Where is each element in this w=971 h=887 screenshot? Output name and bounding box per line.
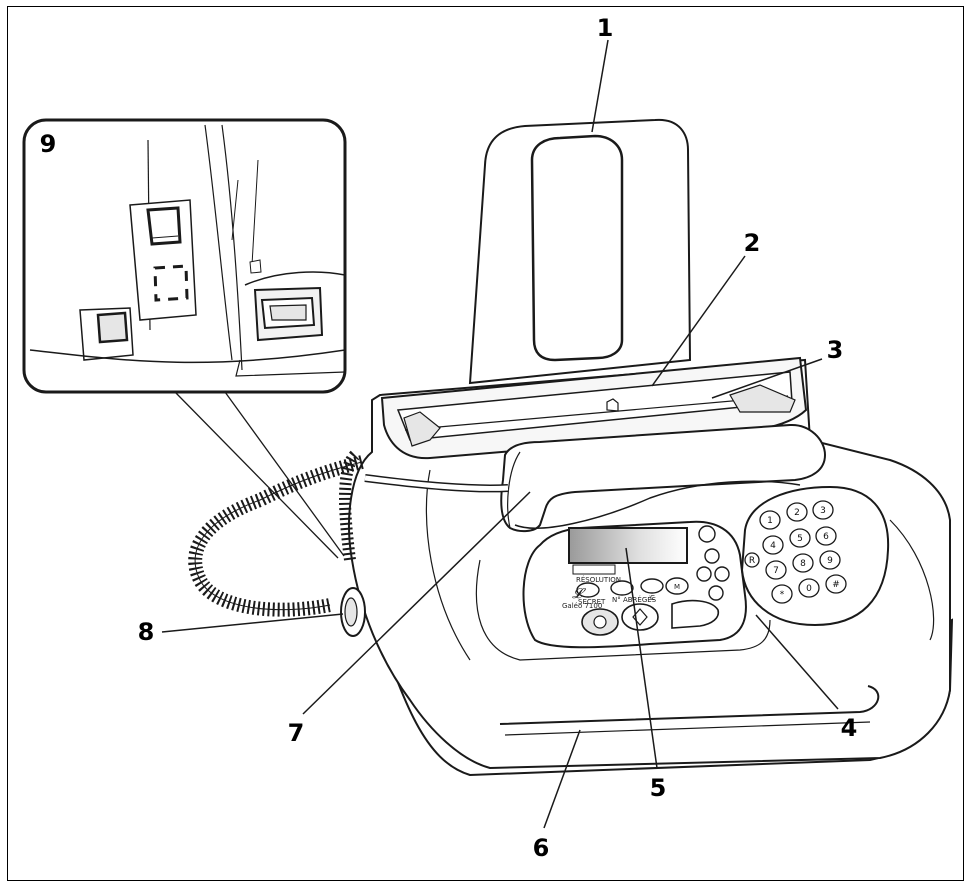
keypad-key-0: [798, 578, 820, 598]
keypad-key-label: #: [832, 580, 840, 590]
brand-text: Galéo 7100: [562, 602, 602, 610]
paper-support: [468, 118, 692, 385]
keypad-key-label: 7: [773, 566, 779, 576]
paper-feed-icon: [606, 398, 619, 412]
panel-label-abbreviated: N° ABRÉGÉS: [612, 595, 657, 604]
keypad-key-hash: [825, 574, 847, 594]
keypad-key-3: [812, 500, 834, 520]
keypad-key-5: [789, 528, 811, 548]
panel-label-secret: SECRET: [578, 598, 606, 606]
leader-4: [755, 614, 839, 710]
keypad: 1 2 3 4 5 6 7 8 9 * 0 # R: [740, 485, 890, 627]
callout-4: 4: [841, 714, 858, 742]
keypad-key-label: 9: [827, 556, 833, 566]
keypad-key-label: 6: [823, 532, 829, 542]
callout-9: 9: [40, 130, 57, 158]
panel-label-m: M: [674, 583, 680, 591]
leader-6: [543, 729, 581, 829]
leader-3: [711, 358, 823, 399]
callout-6: 6: [533, 834, 550, 862]
keypad-key-label: 8: [800, 559, 806, 569]
keypad-key-label: 3: [820, 506, 826, 516]
callout-labels: 1 2 3 4 5 6 7 8 9: [40, 14, 858, 862]
callout-3: 3: [827, 336, 844, 364]
leader-8: [161, 613, 344, 633]
keypad-key-2: [786, 502, 808, 522]
panel-label-resolution: RÉSOLUTION: [576, 575, 621, 584]
control-panel: [522, 520, 747, 649]
keypad-key-label: *: [780, 590, 785, 600]
callout-2: 2: [744, 229, 761, 257]
keypad-key-r: [744, 552, 760, 568]
keypad-key-7: [765, 560, 787, 580]
keypad-key-6: [815, 526, 837, 546]
callout-7: 7: [288, 719, 305, 747]
callout-8: 8: [138, 618, 155, 646]
keypad-key-label: R: [749, 556, 755, 566]
callout-leaders: [161, 39, 839, 829]
keypad-key-label: 0: [806, 584, 812, 594]
inset-detail: [22, 118, 347, 559]
keypad-key-star: [771, 584, 793, 604]
keypad-key-1: [759, 510, 781, 530]
keypad-key-9: [819, 550, 841, 570]
keypad-key-label: 2: [794, 508, 800, 518]
callout-1: 1: [597, 14, 614, 42]
leader-7: [302, 491, 531, 715]
keypad-key-4: [762, 535, 784, 555]
handset: [500, 423, 827, 533]
keypad-key-label: 5: [797, 534, 803, 544]
coiled-cord: [188, 450, 509, 617]
leader-2: [651, 255, 746, 387]
callout-5: 5: [650, 774, 667, 802]
keypad-key-label: 4: [770, 541, 776, 551]
keypad-key-label: 1: [767, 516, 773, 526]
leader-1: [591, 39, 609, 133]
panel-label-c: C: [650, 594, 655, 602]
leader-5: [625, 547, 658, 769]
keypad-key-8: [792, 553, 814, 573]
